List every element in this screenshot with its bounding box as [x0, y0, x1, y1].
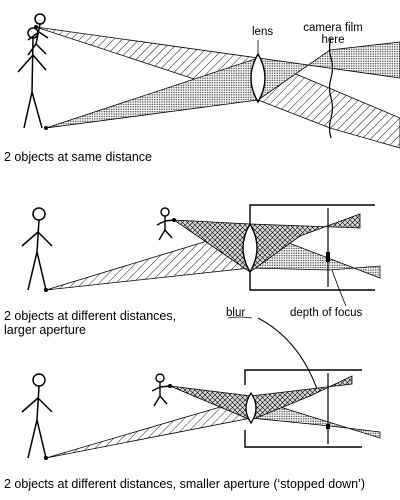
blur-spot	[326, 252, 330, 262]
blur-label: blur	[226, 307, 246, 319]
caption-panel-1: 2 objects at same distance	[4, 150, 152, 164]
blur-label-leader	[227, 316, 253, 319]
figure-far-icon	[21, 207, 53, 291]
depth-of-focus-label: depth of focus	[290, 307, 363, 319]
depth-pointer-line	[331, 269, 347, 307]
film-plane	[328, 37, 334, 139]
figure-near-icon-3	[151, 373, 171, 407]
figure-standing-icon	[17, 27, 47, 129]
ray-cone-bottom	[45, 57, 259, 129]
lens-shape	[250, 52, 266, 104]
film-label-line-2: here	[321, 34, 345, 46]
panel-2-larger-aperture	[21, 204, 381, 292]
figure-far-icon-3	[21, 373, 53, 459]
camera-body-3	[244, 369, 362, 448]
figure-near-icon	[156, 207, 175, 241]
blur-pointer-line	[257, 317, 319, 393]
lens-large-aperture	[242, 222, 258, 274]
caption-panel-3: 2 objects at different distances, smalle…	[4, 477, 366, 491]
film-label: camera film here	[300, 22, 366, 46]
caption-panel-2-line-2: larger aperture	[4, 323, 86, 337]
figure-sitting-on-shoulders-icon	[27, 13, 49, 56]
blur-spot-3	[326, 424, 330, 429]
lens-label: lens	[252, 26, 274, 38]
lens-small-aperture	[245, 391, 257, 425]
caption-panel-2-line-1: 2 objects at different distances,	[4, 309, 177, 323]
panel-1-same-distance	[17, 13, 400, 149]
panel-3-smaller-aperture	[21, 369, 381, 460]
caption-panel-2: 2 objects at different distances, larger…	[4, 309, 176, 337]
film-label-line-1: camera film	[303, 22, 363, 34]
